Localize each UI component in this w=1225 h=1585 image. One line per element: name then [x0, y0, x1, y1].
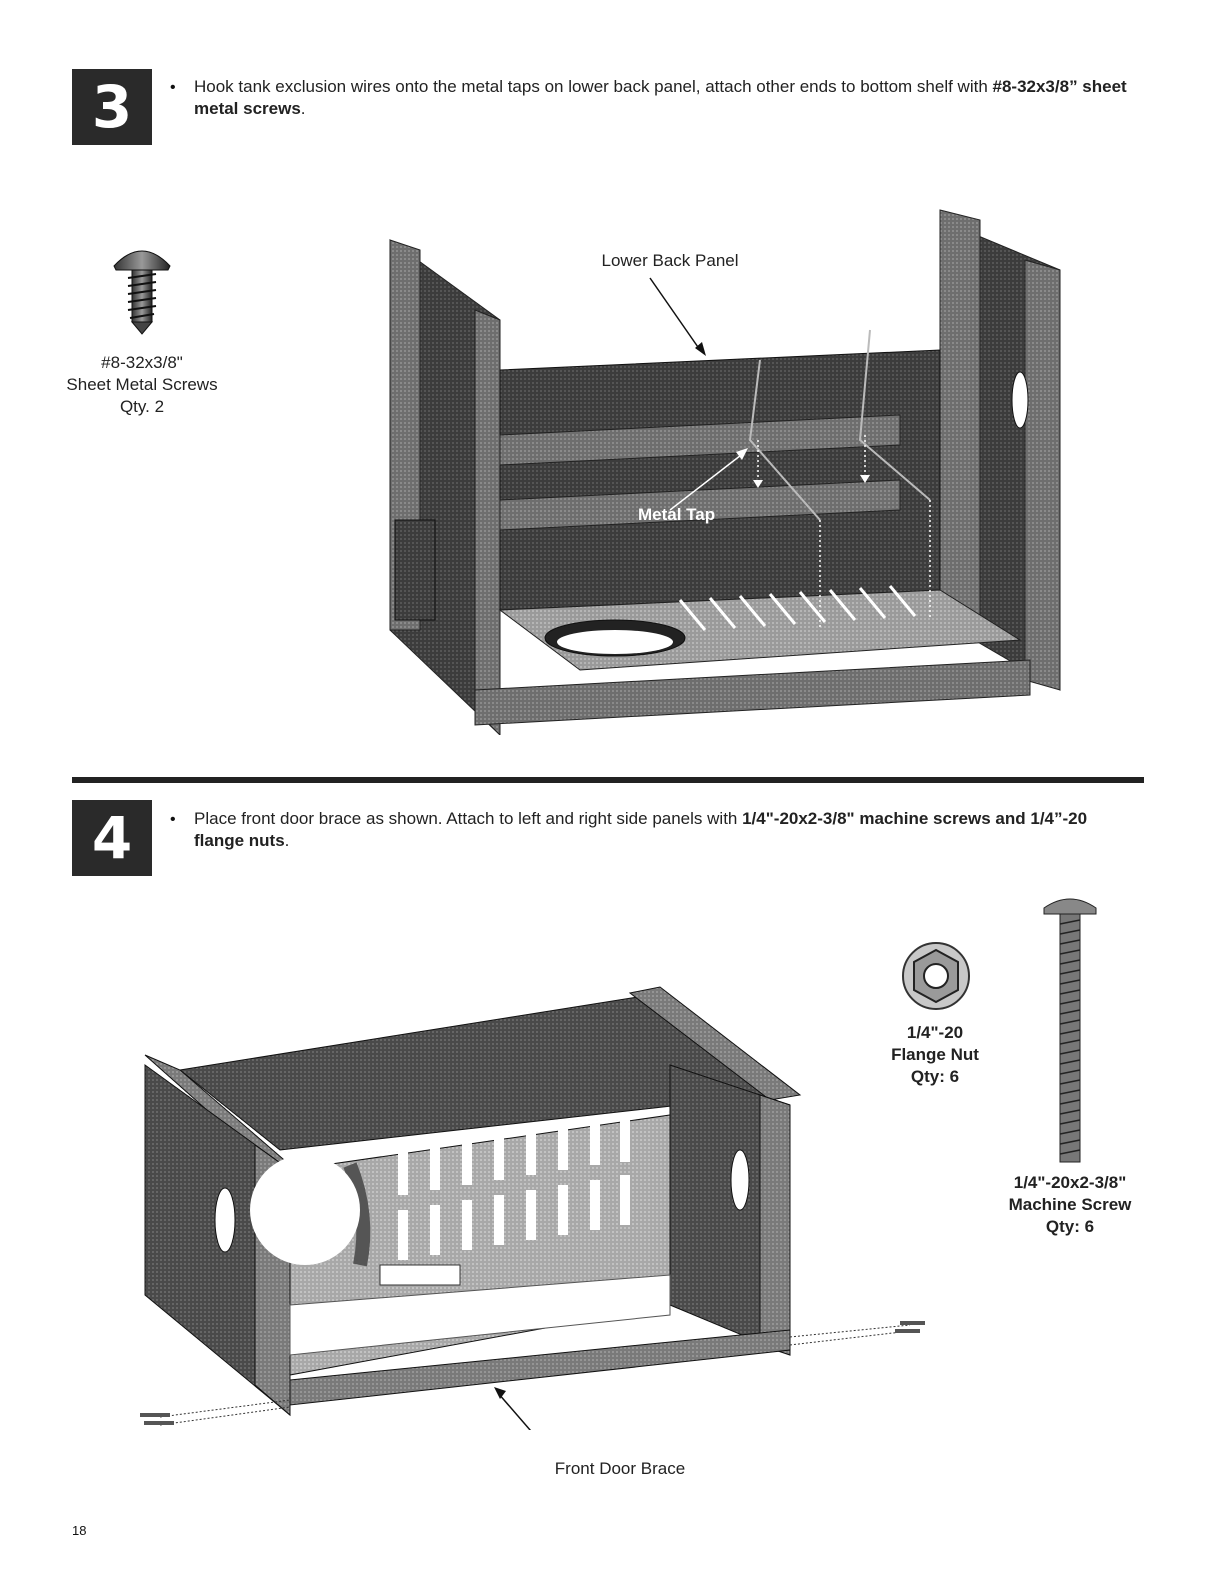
sheet-metal-screw-icon [113, 250, 171, 335]
step-3-text: Hook tank exclusion wires onto the metal… [194, 77, 993, 96]
step-3-text-end: . [300, 99, 306, 118]
step-3-badge: 3 [72, 69, 152, 145]
step-3-instruction: Hook tank exclusion wires onto the metal… [194, 76, 1144, 120]
machine-screw-qty: Qty: 6 [1045, 1217, 1095, 1236]
sheet-metal-screw-size: #8-32x3/8" [101, 353, 183, 372]
flange-nut-label: 1/4"-20 Flange Nut Qty: 6 [870, 1022, 1000, 1088]
flange-nut-name: Flange Nut [891, 1045, 979, 1064]
section-divider [72, 777, 1144, 783]
machine-screw-label: 1/4"-20x2-3/8" Machine Screw Qty: 6 [995, 1172, 1145, 1238]
machine-screw-icon [1043, 898, 1097, 1163]
lower-back-panel-callout: Lower Back Panel [601, 251, 739, 270]
metal-tap-callout: Metal Tap [638, 505, 715, 524]
step-4-text: Place front door brace as shown. Attach … [194, 809, 743, 828]
step-4-instruction: Place front door brace as shown. Attach … [194, 808, 1094, 852]
machine-screw-name: Machine Screw [1008, 1195, 1132, 1214]
step-4-text-end: . [284, 831, 290, 850]
sheet-metal-screw-qty: Qty. 2 [119, 397, 165, 416]
step-3-number: 3 [91, 73, 133, 141]
step-4-text-bold: 1/4"-20x2-3/8" machine screws and 1/4”-2… [194, 809, 1088, 850]
flange-nut-size: 1/4"-20 [906, 1023, 964, 1042]
step-3-cart-illustration: Metal Tap [389, 209, 1061, 735]
step-3-text-bold: #8-32x3/8” sheet metal screws [194, 77, 1127, 118]
sheet-metal-screw-label: #8-32x3/8" Sheet Metal Screws Qty. 2 [50, 352, 234, 418]
flange-nut-qty: Qty: 6 [910, 1067, 960, 1086]
step-4-badge: 4 [72, 800, 152, 876]
machine-screw-size: 1/4"-20x2-3/8" [1013, 1173, 1127, 1192]
front-door-brace-callout: Front Door Brace [554, 1459, 686, 1478]
sheet-metal-screw-name: Sheet Metal Screws [66, 375, 218, 394]
step-4-number: 4 [91, 804, 133, 872]
step-4-bullet: • [170, 811, 176, 828]
step-3-bullet: • [170, 79, 176, 96]
step-4-cart-illustration [140, 986, 925, 1430]
page-number: 18 [72, 1523, 87, 1538]
flange-nut-icon [902, 942, 970, 1010]
